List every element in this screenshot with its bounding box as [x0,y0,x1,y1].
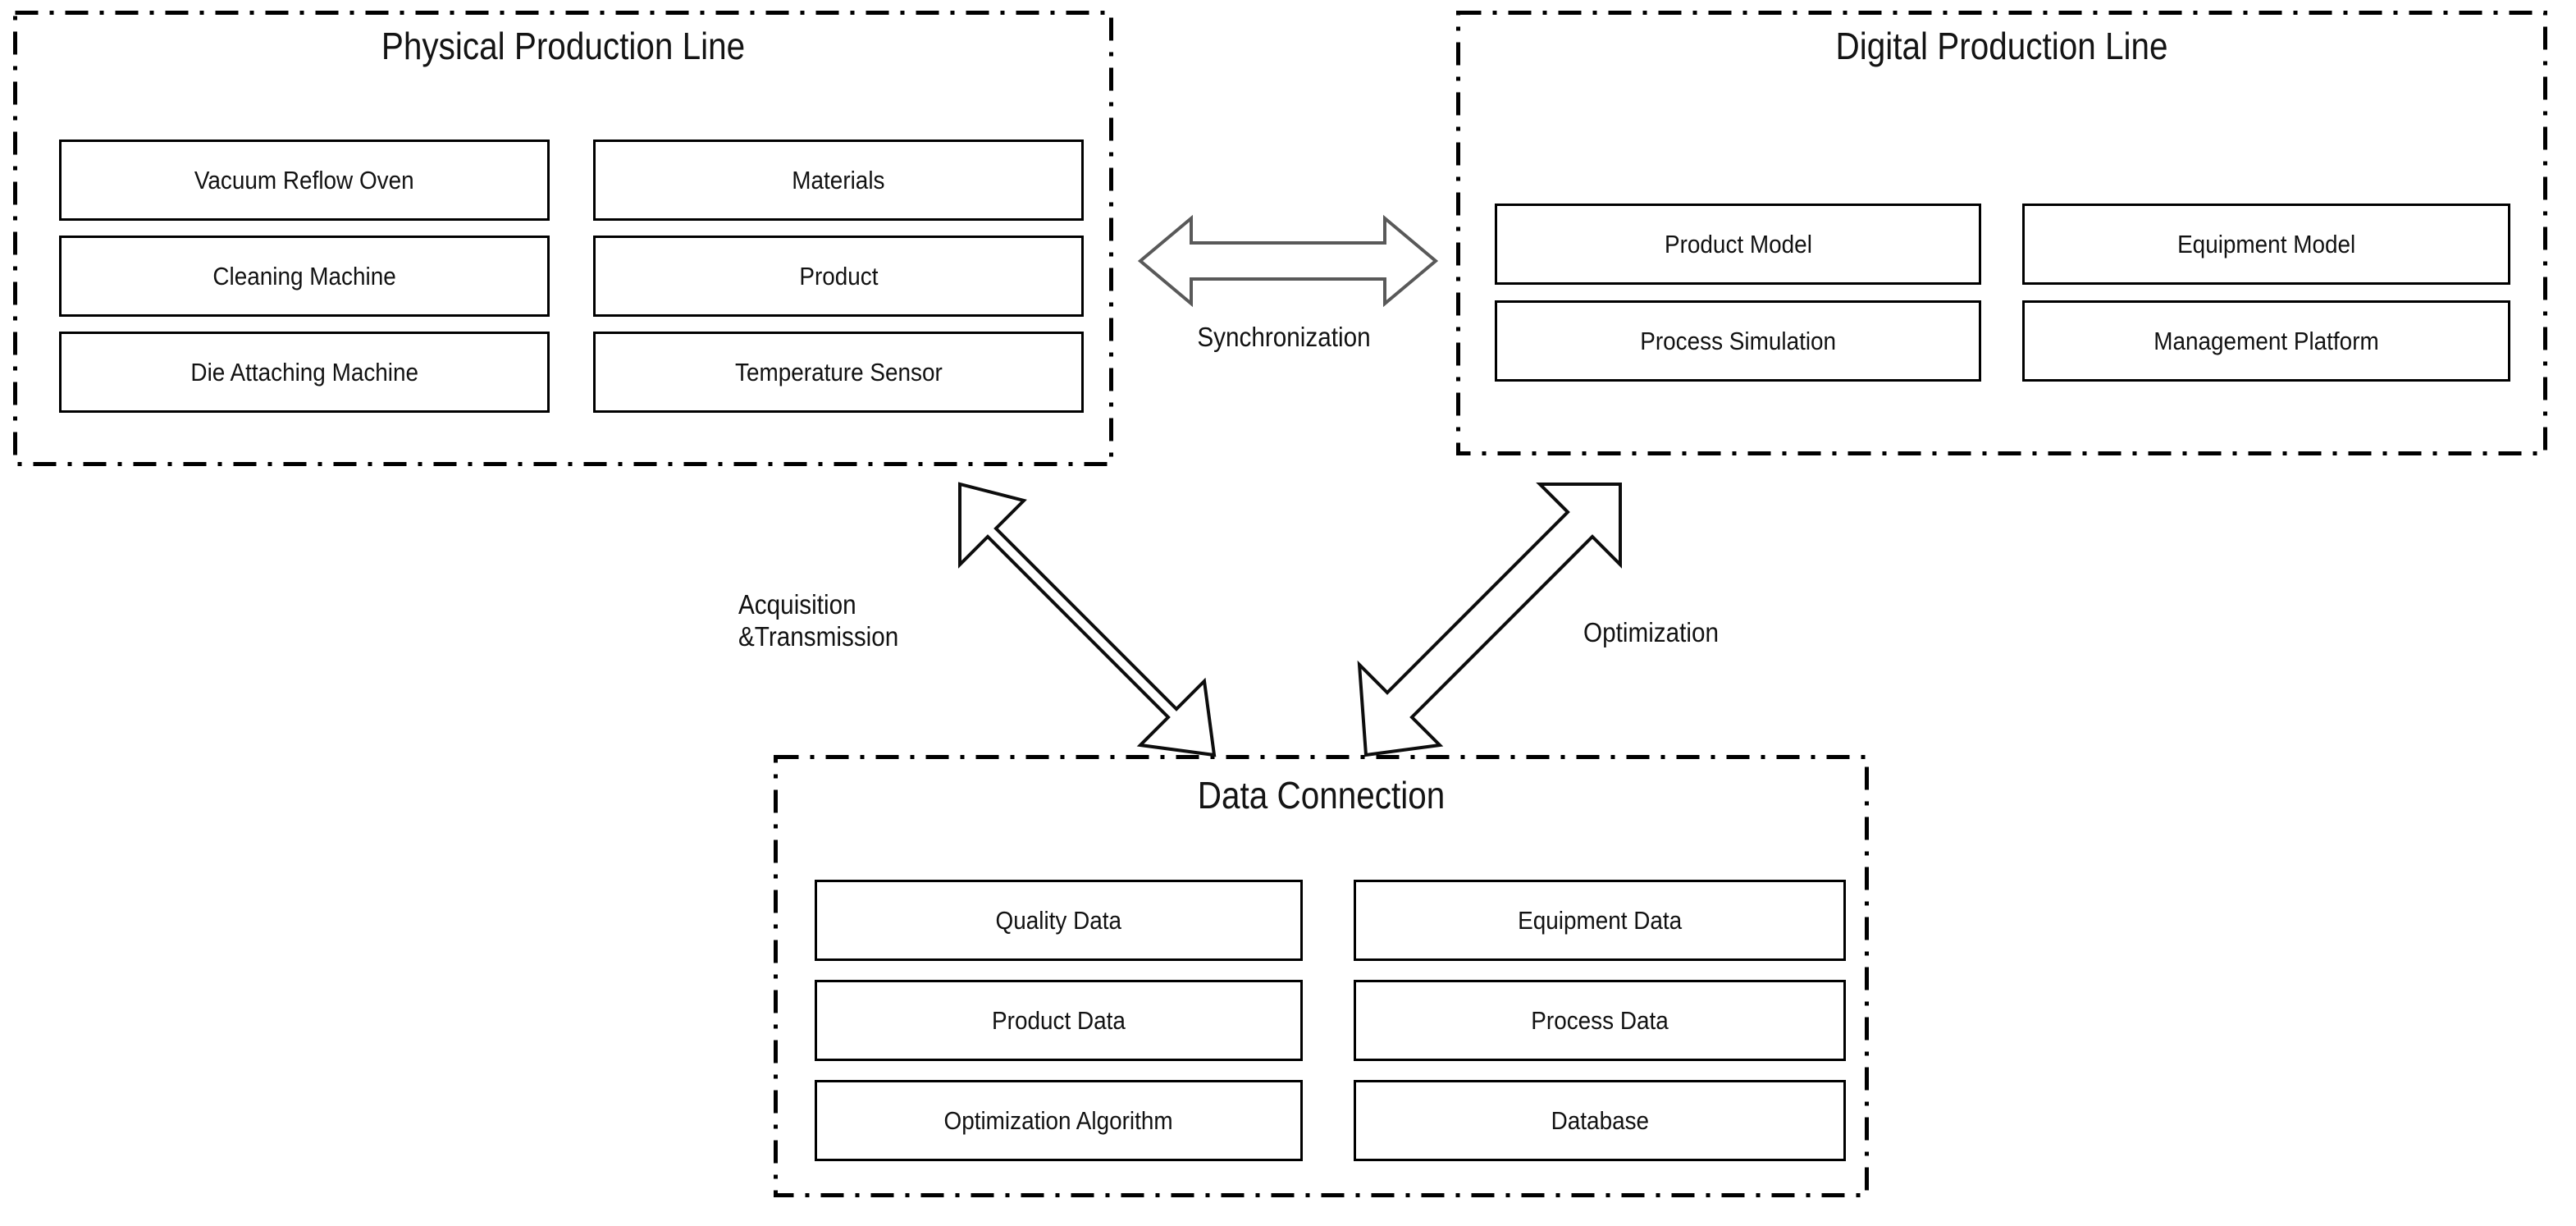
acquisition-transmission-label: Acquisition&Transmission [738,589,898,653]
box-product-model[interactable]: Product Model [1495,204,1981,285]
box-label: Equipment Model [2176,230,2356,258]
optimization-arrow-icon [1357,483,1622,757]
box-label: Vacuum Reflow Oven [194,166,414,194]
box-label: Process Data [1531,1006,1669,1035]
box-label: Quality Data [995,906,1122,935]
box-label: Database [1551,1106,1649,1135]
box-product-data[interactable]: Product Data [815,980,1303,1061]
box-label: Cleaning Machine [212,262,396,290]
box-die-attaching-machine[interactable]: Die Attaching Machine [59,332,550,413]
box-label: Equipment Data [1517,906,1683,935]
panel-digital-production-line: Digital Production Line Product Model Pr… [1456,11,2547,455]
panel-data-title: Data Connection [1197,774,1446,817]
acquisition-line-2: &Transmission [738,620,899,652]
panel-digital-title: Digital Production Line [1835,25,2168,67]
panel-physical-title: Physical Production Line [381,25,746,67]
box-equipment-model[interactable]: Equipment Model [2022,204,2510,285]
box-label: Optimization Algorithm [943,1106,1174,1135]
panel-data-border [774,755,1869,1197]
box-label: Temperature Sensor [734,358,943,387]
box-quality-data[interactable]: Quality Data [815,880,1303,961]
panel-digital-border [1456,11,2547,455]
panel-physical-border [13,11,1113,466]
box-management-platform[interactable]: Management Platform [2022,300,2510,382]
box-label: Product Model [1664,230,1812,258]
box-product[interactable]: Product [593,236,1084,317]
box-database[interactable]: Database [1354,1080,1846,1161]
box-process-simulation[interactable]: Process Simulation [1495,300,1981,382]
box-label: Die Attaching Machine [190,358,418,387]
box-process-data[interactable]: Process Data [1354,980,1846,1061]
box-materials[interactable]: Materials [593,140,1084,221]
optimization-label: Optimization [1583,617,1720,647]
panel-physical-production-line: Physical Production Line Vacuum Reflow O… [13,11,1113,466]
synchronization-label: Synchronization [1197,322,1371,352]
box-temperature-sensor[interactable]: Temperature Sensor [593,332,1084,413]
box-label: Management Platform [2154,327,2379,355]
synchronization-arrow-icon [1137,214,1439,308]
acquisition-transmission-arrow-icon [958,482,1217,757]
box-cleaning-machine[interactable]: Cleaning Machine [59,236,550,317]
box-label: Product Data [992,1006,1126,1035]
box-label: Product [798,262,879,290]
panel-data-connection: Data Connection Quality Data Product Dat… [774,755,1869,1197]
box-vacuum-reflow-oven[interactable]: Vacuum Reflow Oven [59,140,550,221]
acquisition-line-1: Acquisition [738,589,856,620]
box-label: Process Simulation [1640,327,1836,355]
box-label: Materials [792,166,885,194]
box-optimization-algorithm[interactable]: Optimization Algorithm [815,1080,1303,1161]
box-equipment-data[interactable]: Equipment Data [1354,880,1846,961]
